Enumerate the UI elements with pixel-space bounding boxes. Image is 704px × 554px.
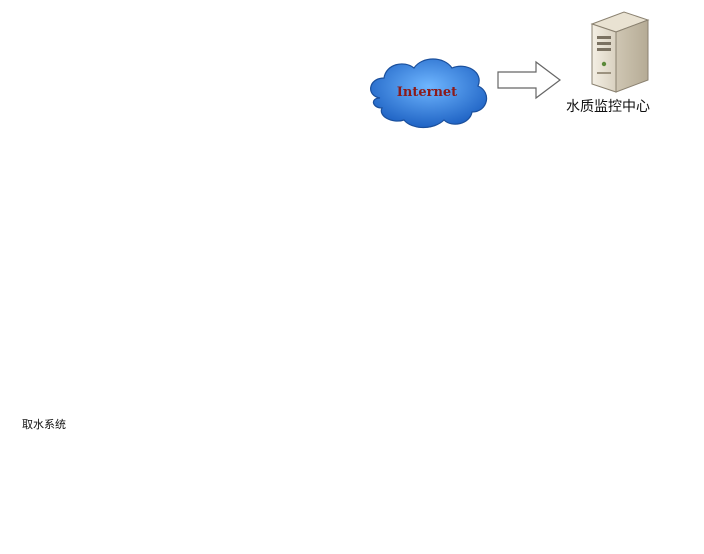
- monitoring-center-label: 水质监控中心: [566, 99, 650, 115]
- intake-system-label: 取水系统: [22, 418, 66, 431]
- cloud-icon: [370, 58, 488, 129]
- arrow-right-icon: [497, 60, 561, 100]
- server-icon: [590, 11, 650, 93]
- cloud-label: Internet: [397, 85, 457, 100]
